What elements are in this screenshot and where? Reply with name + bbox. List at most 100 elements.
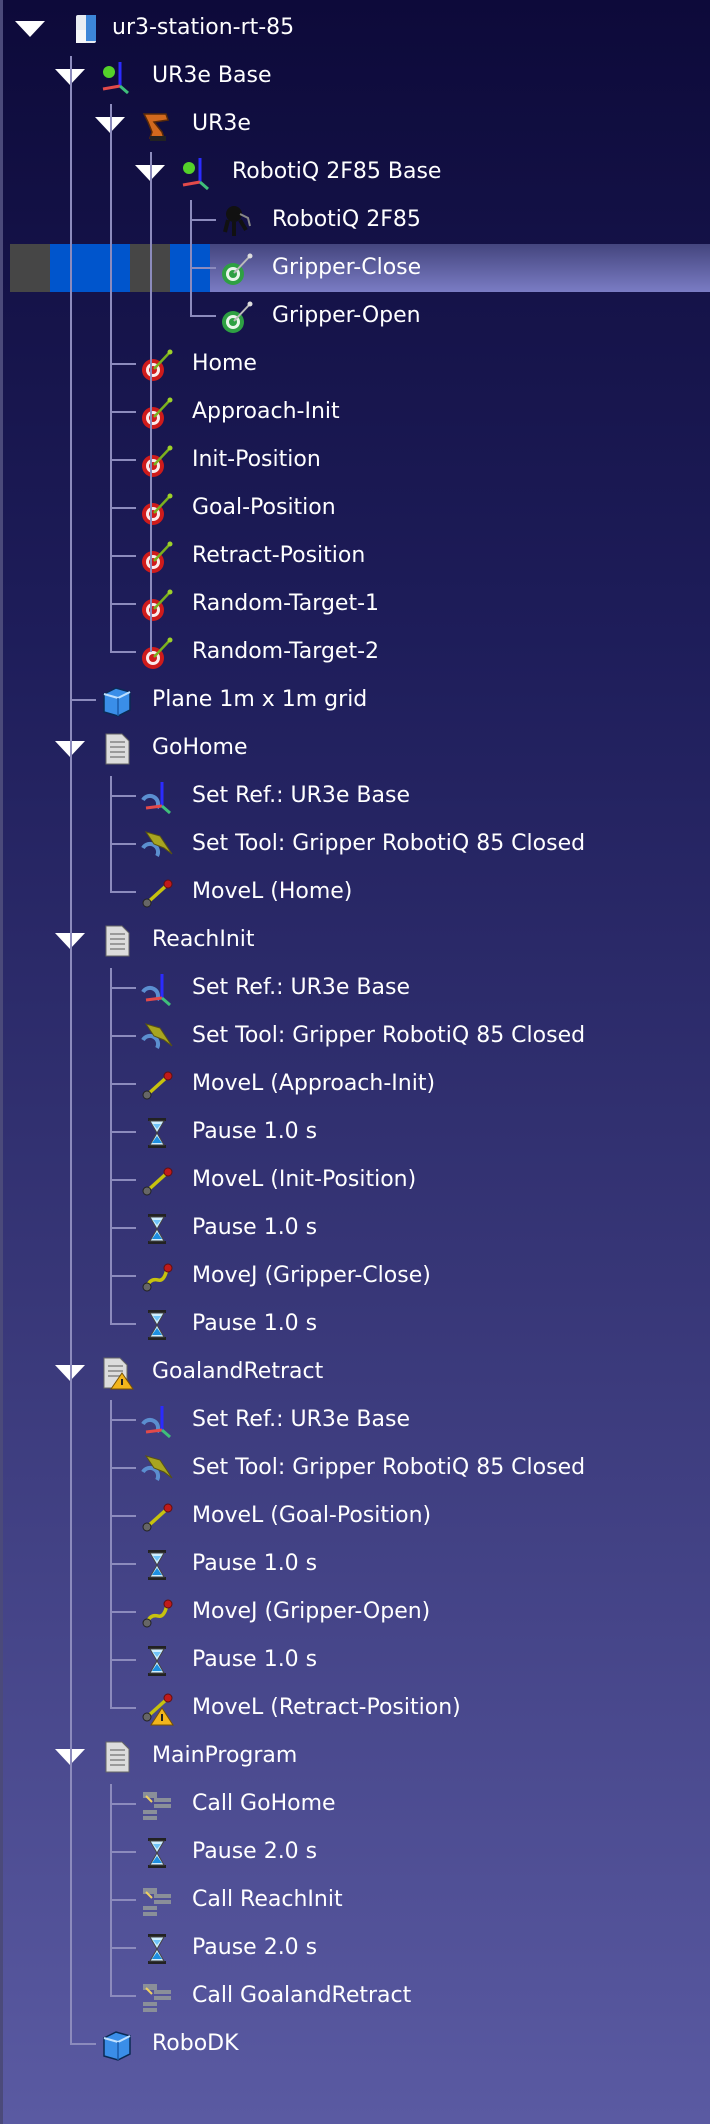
- hourglass-icon: [140, 1548, 174, 1582]
- tree-connector: [70, 699, 96, 701]
- tree-guide-line: [110, 968, 112, 1324]
- tree-connector: [110, 1515, 136, 1517]
- tree-connector: [110, 603, 136, 605]
- tree-connector: [110, 843, 136, 845]
- expand-arrow-icon[interactable]: [15, 21, 45, 37]
- set-reference-icon: [140, 972, 174, 1007]
- tree-item[interactable]: Approach-Init: [0, 388, 710, 436]
- tree-connector: [110, 411, 136, 413]
- tree-item[interactable]: ReachInit: [0, 916, 710, 964]
- tree-item[interactable]: RobotiQ 2F85 Base: [0, 148, 710, 196]
- tree-item[interactable]: MoveJ (Gripper-Open): [0, 1588, 710, 1636]
- tree-item[interactable]: Set Tool: Gripper RobotiQ 85 Closed: [0, 1444, 710, 1492]
- tree-item[interactable]: Gripper-Close: [0, 244, 710, 292]
- tree-item[interactable]: Gripper-Open: [0, 292, 710, 340]
- tree-item-label: Call GoalandRetract: [192, 1983, 412, 2008]
- tree-item[interactable]: Pause 2.0 s: [0, 1828, 710, 1876]
- tree-item-label: GoHome: [152, 735, 248, 760]
- panel-border: [0, 0, 3, 2124]
- tree-item[interactable]: ur3-station-rt-85: [0, 4, 710, 52]
- tree-item[interactable]: GoHome: [0, 724, 710, 772]
- tree-item-label: Call GoHome: [192, 1791, 336, 1816]
- hourglass-icon: [140, 1836, 174, 1870]
- tree-item[interactable]: RoboDK: [0, 2020, 710, 2068]
- tree-item-label: Pause 2.0 s: [192, 1935, 318, 1960]
- tree-item-label: Pause 1.0 s: [192, 1311, 318, 1336]
- move-joint-icon: [140, 1596, 174, 1630]
- tree-item[interactable]: Init-Position: [0, 436, 710, 484]
- tree-item[interactable]: Retract-Position: [0, 532, 710, 580]
- tree-item[interactable]: Plane 1m x 1m grid: [0, 676, 710, 724]
- hourglass-icon: [140, 1212, 174, 1246]
- tree-item[interactable]: MoveL (Goal-Position): [0, 1492, 710, 1540]
- tree-item[interactable]: Pause 1.0 s: [0, 1108, 710, 1156]
- tree-item[interactable]: Pause 1.0 s: [0, 1540, 710, 1588]
- tree-item[interactable]: UR3e Base: [0, 52, 710, 100]
- tree-item[interactable]: Goal-Position: [0, 484, 710, 532]
- tree-item[interactable]: MoveL (Retract-Position): [0, 1684, 710, 1732]
- tree-item[interactable]: Pause 2.0 s: [0, 1924, 710, 1972]
- tree-item[interactable]: Set Ref.: UR3e Base: [0, 964, 710, 1012]
- tree-item[interactable]: Set Ref.: UR3e Base: [0, 772, 710, 820]
- tree-item[interactable]: Random-Target-1: [0, 580, 710, 628]
- tree-item[interactable]: MoveL (Home): [0, 868, 710, 916]
- tree-item[interactable]: MoveL (Approach-Init): [0, 1060, 710, 1108]
- move-linear-icon: [140, 876, 174, 910]
- tree-connector: [190, 219, 216, 221]
- target-red-icon: [140, 636, 174, 670]
- tree-connector: [110, 1467, 136, 1469]
- tree-item[interactable]: Pause 1.0 s: [0, 1300, 710, 1348]
- tree-item[interactable]: MoveJ (Gripper-Close): [0, 1252, 710, 1300]
- target-green-icon: [220, 300, 254, 334]
- tree-item[interactable]: Call ReachInit: [0, 1876, 710, 1924]
- tree-connector: [110, 1131, 136, 1133]
- tree-guide-line: [110, 1400, 112, 1708]
- target-red-icon: [140, 492, 174, 526]
- tree-connector: [190, 315, 216, 317]
- tree-connector: [110, 1611, 136, 1613]
- program-icon: [100, 732, 134, 766]
- tree-connector: [110, 1659, 136, 1661]
- tree-connector: [110, 1035, 136, 1037]
- tree-item[interactable]: Call GoHome: [0, 1780, 710, 1828]
- tree-item-label: Set Ref.: UR3e Base: [192, 975, 410, 1000]
- tree-item[interactable]: Home: [0, 340, 710, 388]
- tree-connector: [110, 459, 136, 461]
- tree-connector: [110, 1419, 136, 1421]
- tree-guide-line: [110, 104, 112, 652]
- call-program-icon: [140, 1884, 174, 1918]
- hourglass-icon: [140, 1308, 174, 1342]
- tree-item[interactable]: Pause 1.0 s: [0, 1636, 710, 1684]
- tree-connector: [110, 555, 136, 557]
- tree-item[interactable]: Set Tool: Gripper RobotiQ 85 Closed: [0, 820, 710, 868]
- tree-item[interactable]: Set Ref.: UR3e Base: [0, 1396, 710, 1444]
- tree-item-label: ReachInit: [152, 927, 255, 952]
- reference-frame-icon: [100, 60, 134, 95]
- tree-item[interactable]: Random-Target-2: [0, 628, 710, 676]
- tree-item[interactable]: RobotiQ 2F85: [0, 196, 710, 244]
- tree-item[interactable]: MainProgram: [0, 1732, 710, 1780]
- tree-item[interactable]: UR3e: [0, 100, 710, 148]
- tree-item-label: MoveJ (Gripper-Open): [192, 1599, 431, 1624]
- tree-item[interactable]: Pause 1.0 s: [0, 1204, 710, 1252]
- tree-item[interactable]: MoveL (Init-Position): [0, 1156, 710, 1204]
- target-red-icon: [140, 588, 174, 622]
- tree-item[interactable]: Call GoalandRetract: [0, 1972, 710, 2020]
- move-joint-icon: [140, 1260, 174, 1294]
- tree-guide-line: [70, 56, 72, 2044]
- set-tool-icon: [140, 1020, 174, 1054]
- move-linear-icon: [140, 1068, 174, 1102]
- tree-connector: [110, 1707, 136, 1709]
- tree-item-label: MoveL (Home): [192, 879, 353, 904]
- object-cube-icon: [100, 684, 134, 718]
- tree-guide-line: [110, 776, 112, 892]
- tree-item-label: RoboDK: [152, 2031, 239, 2056]
- tree-item-label: Set Tool: Gripper RobotiQ 85 Closed: [192, 1023, 586, 1048]
- tree-item-label: Set Tool: Gripper RobotiQ 85 Closed: [192, 831, 586, 856]
- tree-item[interactable]: GoalandRetract: [0, 1348, 710, 1396]
- tree-connector: [110, 1803, 136, 1805]
- tree-connector: [110, 1563, 136, 1565]
- tree-item[interactable]: Set Tool: Gripper RobotiQ 85 Closed: [0, 1012, 710, 1060]
- set-tool-icon: [140, 828, 174, 862]
- tree-connector: [110, 987, 136, 989]
